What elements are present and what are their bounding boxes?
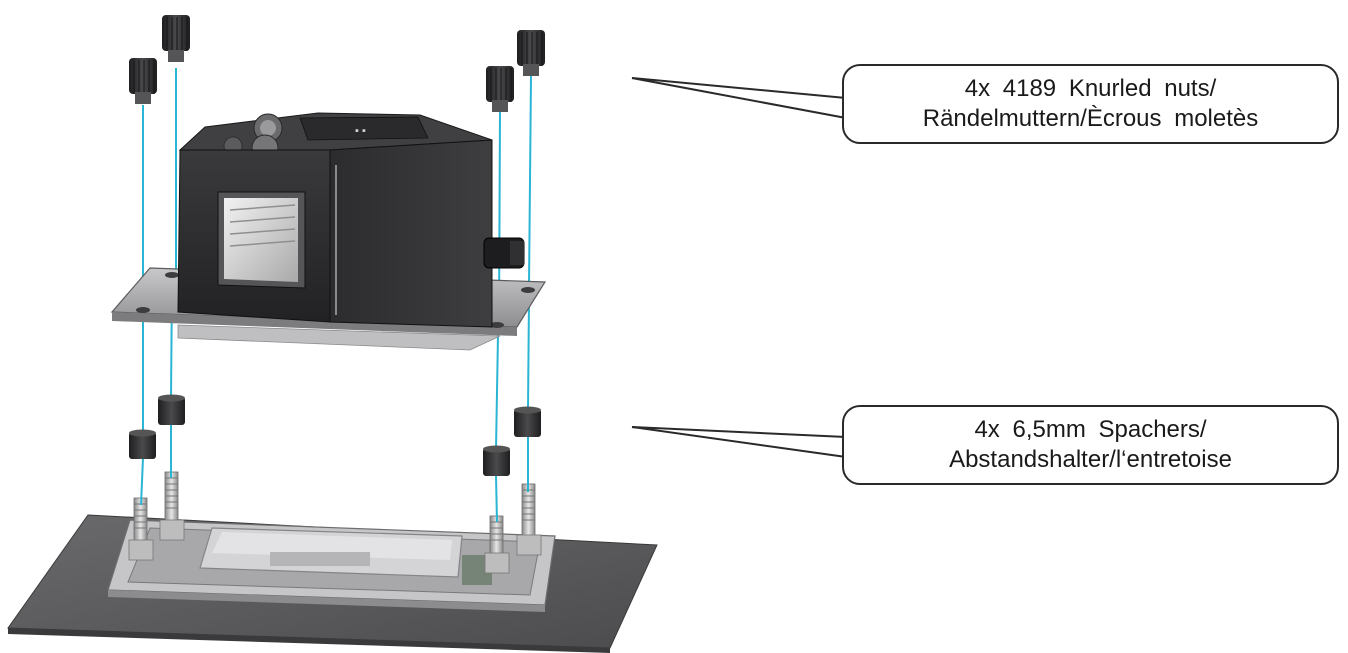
callout-spacers-line1: 4x 6,5mm Spachers/ xyxy=(974,416,1207,443)
knurled-nut xyxy=(129,58,157,104)
threaded-post xyxy=(128,497,154,561)
callout-pointer-nuts xyxy=(631,77,847,119)
callout-knurled-nuts-line1: 4x 4189 Knurled nuts/ xyxy=(964,75,1217,102)
cpu-socket xyxy=(107,519,556,612)
threaded-post xyxy=(516,483,542,556)
spacer xyxy=(483,445,510,476)
callout-knurled-nuts-line2: Rändelmuttern/Ècrous moletès xyxy=(922,105,1259,132)
callout-spacers-line2: Abstandshalter/l‘entretoise xyxy=(949,446,1232,473)
spacer xyxy=(129,429,156,459)
block-logo-glyph: ▪ ▪ xyxy=(355,125,366,137)
callout-spacers: 4x 6,5mm Spachers/ Abstandshalter/l‘entr… xyxy=(842,405,1339,485)
spacer xyxy=(158,394,185,425)
spacers xyxy=(129,394,541,476)
spacer xyxy=(514,406,541,437)
knurled-nut xyxy=(162,15,190,62)
guide-lines xyxy=(140,68,532,523)
cooler-block: ▪ ▪ xyxy=(177,112,525,328)
knurled-nut xyxy=(517,30,545,76)
callout-pointer-spacers xyxy=(631,426,847,458)
knurled-nut xyxy=(486,66,514,112)
threaded-post xyxy=(159,471,185,541)
callout-knurled-nuts: 4x 4189 Knurled nuts/ Rändelmuttern/Ècro… xyxy=(842,64,1339,144)
knurled-nuts xyxy=(129,15,545,112)
